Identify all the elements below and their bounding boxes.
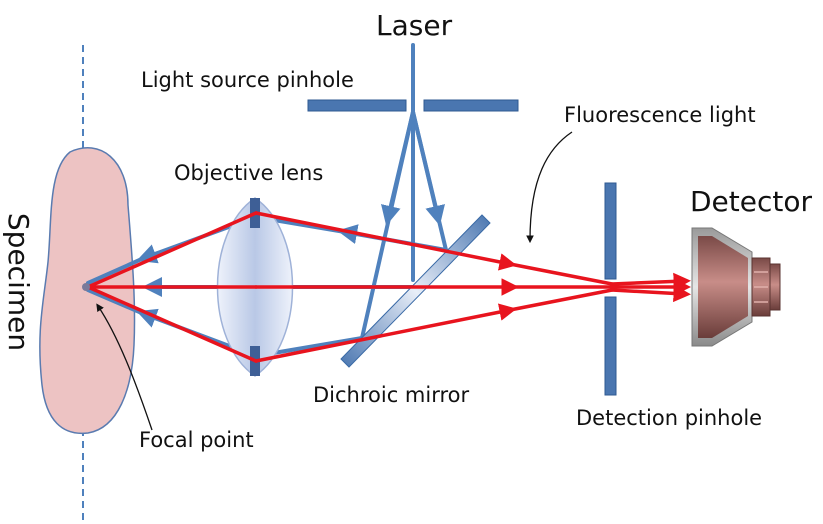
specimen-label: Specimen — [2, 212, 35, 352]
focal-point-pointer-arrow — [96, 303, 153, 431]
objective-lens-label: Objective lens — [174, 161, 324, 185]
focal-point-dot — [82, 283, 90, 291]
fluorescence-pointer-arrow — [526, 131, 573, 244]
laser-label: Laser — [376, 9, 453, 42]
dichroic-mirror-icon — [340, 214, 491, 368]
light-source-pinhole-label: Light source pinhole — [141, 68, 354, 92]
fluorescence-light-beam — [86, 211, 691, 363]
light-source-pinhole-left-plate — [307, 99, 407, 112]
dichroic-mirror-label: Dichroic mirror — [313, 383, 470, 407]
light-source-pinhole-right-plate — [423, 99, 519, 112]
detection-pinhole-top-plate — [604, 182, 617, 280]
detector-photomultiplier-icon — [691, 227, 781, 347]
detection-pinhole-label: Detection pinhole — [576, 406, 763, 430]
focal-point-label: Focal point — [139, 428, 254, 452]
fluorescence-light-label: Fluorescence light — [564, 103, 756, 127]
detection-pinhole-bottom-plate — [604, 296, 617, 396]
detector-label: Detector — [690, 185, 813, 218]
